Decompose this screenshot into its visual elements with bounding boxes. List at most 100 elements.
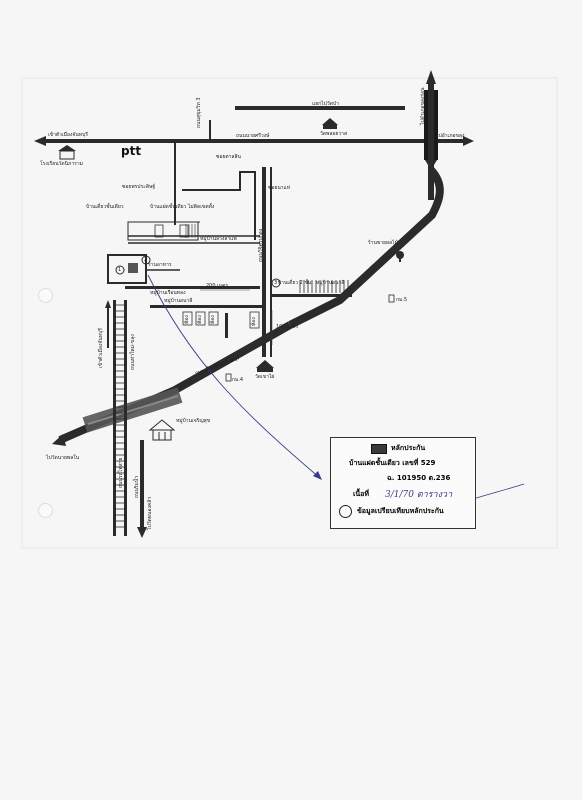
label-house-twin: บ้านแฝดชั้นเดียว ไม่ติดเขตทั้ง <box>150 204 215 210</box>
label-km5: กม.5 <box>396 297 408 303</box>
arrow-up-left-shaft <box>107 308 109 348</box>
arrow-up-right <box>426 70 436 84</box>
label-wat-temple: วัดพลอยวาส <box>320 131 348 137</box>
house-icon-2 <box>179 224 189 238</box>
marker-3-label: 3 <box>274 280 278 286</box>
road-bottom-vertical <box>140 440 144 528</box>
legend-deed-label: ฉ. 101950 ต.236 <box>387 474 451 482</box>
label-to-city-bottom: ไปวัดหนองคล้า <box>147 496 153 530</box>
collateral-swatch <box>371 444 387 454</box>
label-soi-tansin: ซอยตาลสิน <box>216 154 241 160</box>
label-road-vertical: ถนนวิจิตรปกอง <box>258 228 264 262</box>
pen-arrow-head <box>313 471 322 480</box>
label-distance-100: 100 เมตร <box>276 324 299 330</box>
legend-collateral-label: หลักประกัน <box>391 444 426 452</box>
soi-c <box>182 171 256 240</box>
road-mid-vertical <box>262 167 266 357</box>
road-left-vertical-a <box>113 300 116 536</box>
block-houses <box>127 221 199 241</box>
compare-circle-icon <box>339 505 352 518</box>
legend-house-label: บ้านแฝดชั้นเดียว เลขที่ 529 <box>349 459 436 467</box>
label-soi-paradise: ซอยนาแห่ <box>268 185 291 191</box>
row-houses <box>185 224 349 293</box>
arrow-down-left <box>52 434 66 446</box>
label-to-right-top: ไปอำเภอขลุงร่อน <box>420 87 426 125</box>
small-block-3 <box>208 311 219 326</box>
punch-hole-top <box>38 288 53 303</box>
label-sakaeo-road: แยกไปวัดป่า <box>312 101 339 107</box>
label-to-trat: ไปอำเภอขลุง <box>436 133 465 139</box>
legend-area-label: เนื้อที่ <box>353 490 369 498</box>
village-house-icon <box>148 419 176 441</box>
label-to-chanthaburi: เข้าตัวเมืองจันทบุรี <box>48 132 88 138</box>
legend-area-handwritten: 3/1/70 ตารางวา <box>385 490 453 500</box>
arrow-down-bottom <box>137 527 147 538</box>
label-km4: กม.4 <box>232 377 244 383</box>
small-block-1 <box>182 311 193 326</box>
road-left-rungs <box>113 304 127 528</box>
school-icon <box>58 145 76 160</box>
soi-lower-2 <box>150 305 265 308</box>
label-wat-nai-bai: วัดเขาไผ่ <box>255 374 275 380</box>
road-top <box>235 106 405 110</box>
road-main-horizontal <box>45 139 465 143</box>
small-block-4 <box>249 311 260 329</box>
label-school: โรงเรียนวัดนิภาราม <box>40 161 83 167</box>
label-house-single: บ้านเดี่ยวชั้นเดียว <box>86 204 124 210</box>
small-block-2 <box>195 311 206 326</box>
label-road-mid-v2: ถนนริมน้ำ <box>134 475 140 498</box>
label-soi-thaworn: ซอยพรประดิษฐ์ <box>122 184 156 190</box>
soi-right-1 <box>272 294 352 297</box>
target-parcel <box>128 263 138 273</box>
marker-circle-1 <box>115 265 125 275</box>
label-sukhumvit-road: ถนนสุขุมวิท 3 <box>196 97 202 128</box>
map-frame <box>21 77 558 549</box>
road-mid-vertical-b <box>270 167 272 357</box>
label-road-sriyong: ถนนนายศรีวงษ์ <box>236 133 270 139</box>
road-left-vertical-b <box>124 300 127 536</box>
label-village-anan: หมู่บ้านอนาลี <box>164 298 193 304</box>
marker-circle-3 <box>271 278 281 288</box>
temple-icon-top <box>322 118 338 129</box>
target-block <box>107 254 147 284</box>
pen-scribble <box>469 483 525 501</box>
label-to-chanthaburi-left: ไปวัดนายพลใน <box>46 455 80 461</box>
label-shop: ร้านอาหาร <box>148 262 172 268</box>
marker-circle-2 <box>141 255 151 265</box>
label-tree-shop: ร้านขายผลไม้ <box>368 240 398 246</box>
label-village-bottom: หมู่บ้านเจริญสุข <box>176 418 211 424</box>
road-right-vertical-3 <box>434 90 438 160</box>
ptt-logo: ptt <box>121 144 142 158</box>
label-small-4: ห้อง <box>251 317 257 326</box>
road-curve-right <box>288 167 444 329</box>
house-icon-1 <box>154 224 164 238</box>
label-road-mid-v: ถนนรถไฟสาย <box>118 457 124 488</box>
tree-icon <box>396 251 404 262</box>
marker-2-label: 2 <box>144 257 148 263</box>
soi-lower-1 <box>125 286 260 289</box>
label-village-lamnam: หมู่บ้านลวงลาแพ <box>200 236 237 242</box>
legend-compare-label: ข้อมูลเปรียบเทียบหลักประกัน <box>357 507 444 515</box>
label-distance-200: 200 เมตร <box>206 283 229 289</box>
road-intersection-line <box>87 395 179 425</box>
label-row-house: บ้านเดี่ยว 2 ชั้น <box>278 280 312 286</box>
marker-1-label: 1 <box>118 267 122 273</box>
soi-down-1 <box>225 313 228 338</box>
legend-box: หลักประกัน บ้านแฝดชั้นเดียว เลขที่ 529 ฉ… <box>330 437 476 529</box>
road-right-vertical <box>428 80 434 200</box>
label-village-row: หมู่บ้านเรือนทอง <box>150 290 186 296</box>
arrow-up-left <box>105 300 111 308</box>
punch-hole-bottom <box>38 503 53 518</box>
arrow-right <box>463 136 474 146</box>
arrow-down-right <box>425 160 437 170</box>
label-small-2: ห้อง <box>197 315 203 324</box>
label-village-anan2: หมู่บ้านอนาลี <box>316 280 345 286</box>
road-right-vertical-2 <box>424 90 428 160</box>
temple-icon-mid <box>256 360 274 372</box>
km-marker-icon-4 <box>225 373 232 382</box>
pen-arrow-line <box>147 274 321 479</box>
km-marker-icon-5 <box>388 294 395 303</box>
label-small-1: ห้อง <box>184 315 190 324</box>
